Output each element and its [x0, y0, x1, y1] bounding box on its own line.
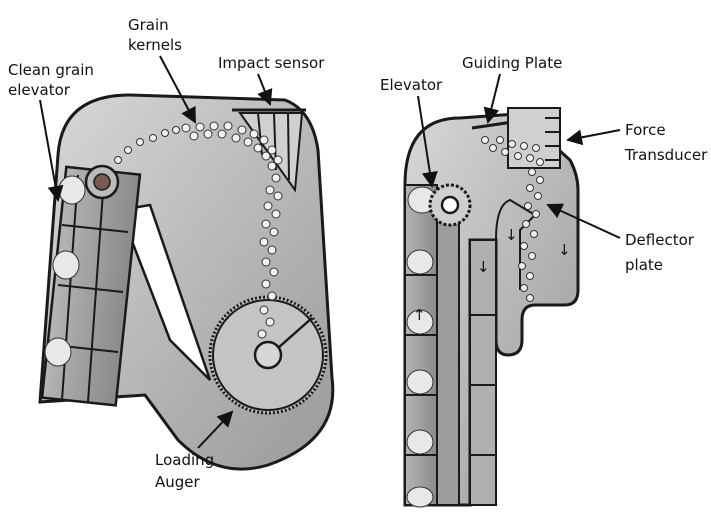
label-grain-kernels-1: Grain [128, 16, 169, 34]
label-loading-auger-2: Auger [155, 473, 201, 491]
label-loading-auger-1: Loading [155, 451, 214, 469]
label-force-transducer-1: Force [625, 121, 666, 139]
right-diagram: ↑ ↓ ↓ ↓ Elevator Guiding Plate Force Tra… [380, 54, 708, 507]
flow-arrow-up: ↑ [413, 306, 426, 324]
flow-arrow-down-2: ↓ [505, 226, 518, 244]
label-grain-kernels-2: kernels [128, 36, 182, 54]
leader-clean-grain-elevator [40, 100, 58, 200]
flow-arrow-down-3: ↓ [558, 241, 571, 259]
label-deflector-plate-1: Deflector [625, 231, 695, 249]
leader-force-transducer [568, 130, 620, 140]
label-elevator: Elevator [380, 76, 443, 94]
label-clean-grain-elevator-2: elevator [8, 81, 71, 99]
label-deflector-plate-2: plate [625, 256, 663, 274]
label-force-transducer-2: Transducer [624, 146, 708, 164]
loading-auger [210, 297, 326, 413]
left-diagram: Clean grain elevator Grain kernels Impac… [8, 16, 333, 491]
label-impact-sensor: Impact sensor [218, 54, 325, 72]
label-guiding-plate: Guiding Plate [462, 54, 562, 72]
flow-arrow-down-1: ↓ [477, 258, 490, 276]
label-clean-grain-elevator-1: Clean grain [8, 61, 94, 79]
